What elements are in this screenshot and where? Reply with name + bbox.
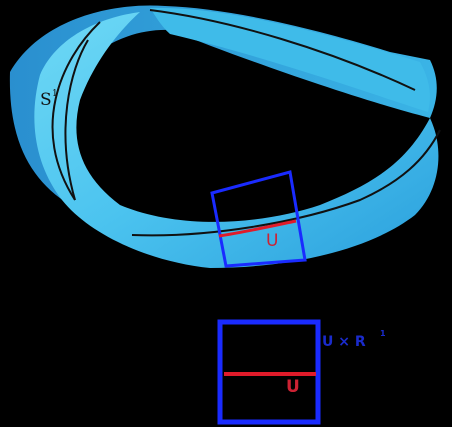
core-curve-front bbox=[131, 129, 441, 237]
band-front-surface bbox=[34, 12, 439, 268]
core-curve-back bbox=[149, 9, 416, 91]
core-curve-left bbox=[51, 21, 101, 201]
open-set-label-lower: U bbox=[286, 377, 300, 397]
chart-square-on-band bbox=[210, 170, 307, 268]
band-upper-strip bbox=[150, 7, 430, 112]
circle-label: S bbox=[40, 90, 52, 110]
trivialization-square bbox=[217, 319, 321, 425]
open-set-label: U bbox=[266, 231, 278, 251]
mobius-band bbox=[9, 5, 439, 268]
core-circle-curve bbox=[51, 9, 441, 237]
product-label: U × R bbox=[322, 334, 366, 350]
open-set-on-band bbox=[218, 219, 297, 238]
core-curve-inner bbox=[64, 39, 89, 201]
product-label-exponent: 1 bbox=[380, 329, 386, 338]
circle-label-exponent: 1 bbox=[52, 89, 58, 99]
